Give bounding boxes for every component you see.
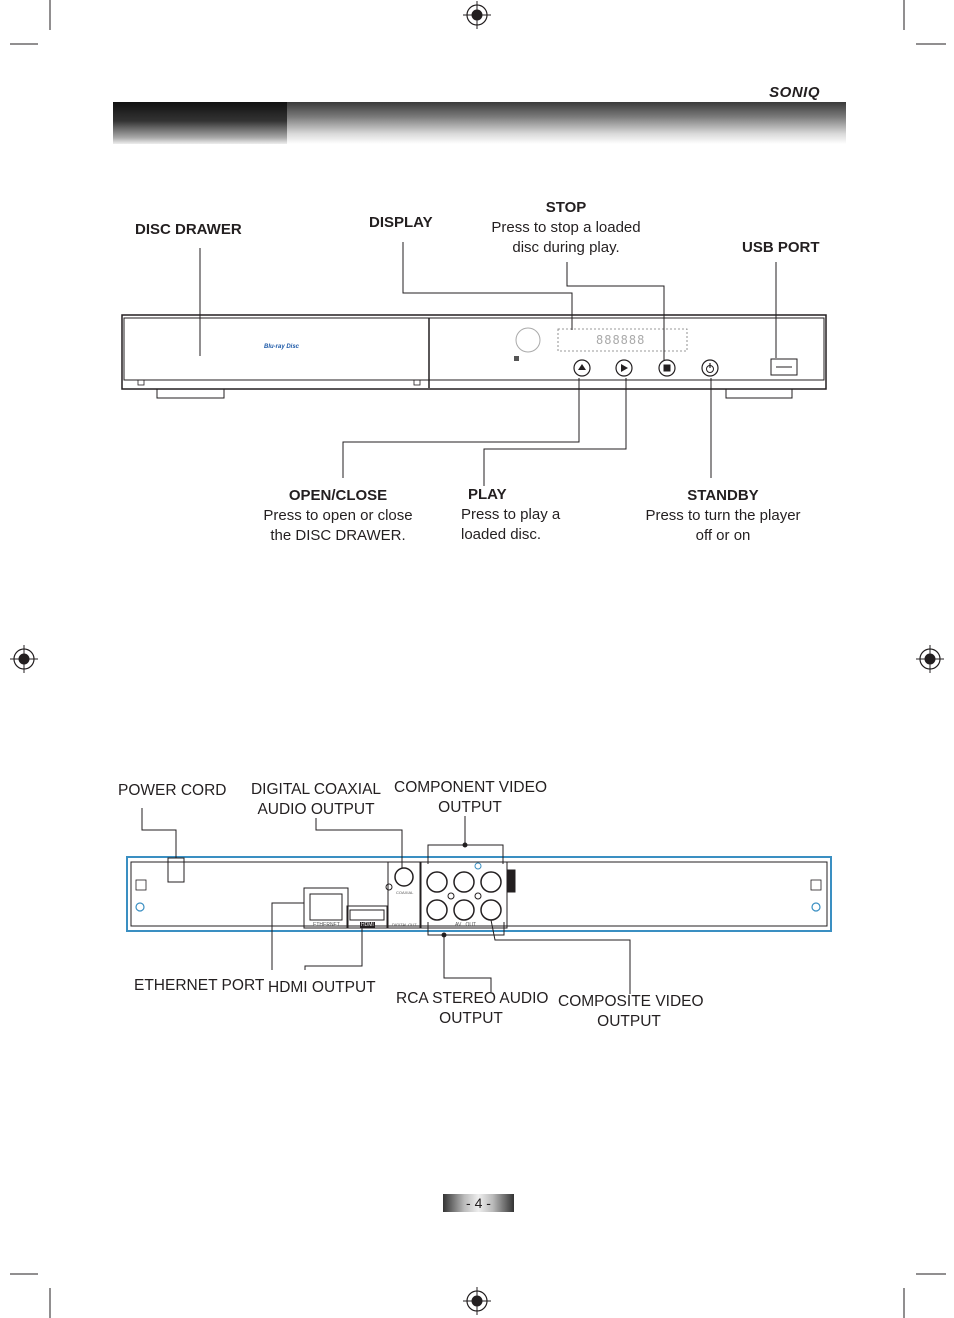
registration-mark-left [10, 645, 38, 673]
label-disc-drawer: DISC DRAWER [135, 221, 242, 238]
front-panel-drawing [121, 242, 827, 486]
rear-panel-drawing [126, 808, 832, 994]
front-display-digits: 888888 [596, 333, 646, 347]
registration-mark-bottom [463, 1287, 491, 1315]
label-power-cord: POWER CORD [118, 782, 227, 799]
jack-label-coaxial: COAXIAL [396, 890, 414, 895]
label-usb-port: USB PORT [742, 239, 820, 256]
label-digital-coaxial: DIGITAL COAXIAL AUDIO OUTPUT [250, 781, 382, 818]
jack-label-hdmi: HDMI [360, 922, 375, 928]
label-display: DISPLAY [369, 214, 433, 231]
registration-mark-top [463, 1, 491, 29]
label-composite-video: COMPOSITE VIDEO OUTPUT [558, 993, 704, 1030]
label-component-video: COMPONENT VIDEO OUTPUT [394, 779, 548, 816]
registration-mark-right [916, 645, 944, 673]
crop-marks [10, 0, 946, 1318]
jack-label-av-out: AV OUT [455, 922, 477, 928]
label-hdmi-output: HDMI OUTPUT [268, 979, 376, 996]
label-stop: STOP Press to stop a loaded disc during … [491, 199, 641, 256]
label-ethernet-port: ETHERNET PORT [134, 977, 265, 994]
label-rca-stereo: RCA STEREO AUDIO OUTPUT [396, 990, 549, 1027]
jack-label-digital-out: DIGITAL OUT [392, 922, 417, 927]
section-header-tab [113, 102, 287, 144]
label-play: PLAY Press to play a loaded disc. [461, 486, 561, 543]
label-standby: STANDBY Press to turn the player off or … [645, 487, 801, 544]
jack-label-ethernet: ETHERNET [313, 922, 340, 928]
page-number: - 4 - [443, 1194, 514, 1212]
label-open-close: OPEN/CLOSE Press to open or close the DI… [263, 487, 413, 544]
bluray-logo: Blu-ray Disc [264, 344, 300, 350]
brand-logo: SONIQ [769, 84, 820, 101]
